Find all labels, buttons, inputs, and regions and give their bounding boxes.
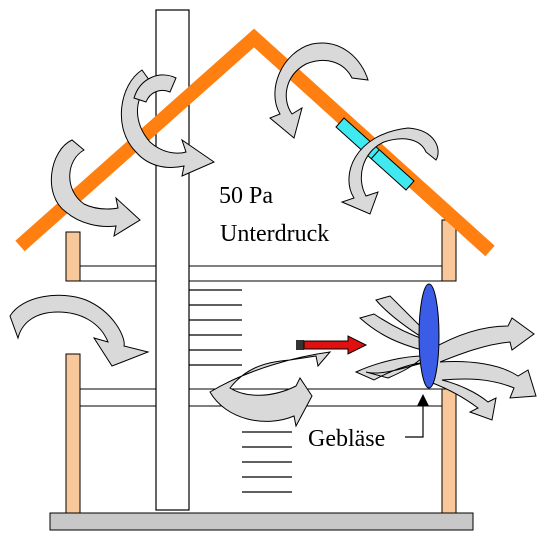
airflow-arrow-icon	[133, 74, 177, 103]
wall-right-lower	[441, 388, 457, 514]
wall-left-lower	[65, 353, 81, 514]
pointer-arrow-icon	[405, 394, 429, 438]
upper-ceiling	[79, 265, 443, 282]
airflow-arrows	[9, 42, 537, 428]
airflow-arrow-icon	[269, 42, 369, 139]
pressure-value-label: 50 Pa	[219, 183, 273, 209]
airflow-arrow-icon	[340, 127, 439, 215]
airflow-arrow-icon	[358, 295, 429, 351]
wall-left-upper	[65, 231, 81, 282]
airflow-arrow-icon	[209, 351, 332, 428]
airflow-arrow-icon	[9, 294, 150, 367]
wall-right-upper	[441, 219, 457, 282]
fan-blade-icon	[418, 283, 440, 389]
airflow-arrow-icon	[120, 69, 216, 177]
airflow-arrow-icon	[50, 139, 141, 238]
pressure-word-label: Unterdruck	[220, 221, 329, 247]
staircase-lower	[242, 431, 292, 493]
airflow-arrow-icon	[354, 355, 427, 381]
inflow-arrow-icon	[296, 335, 368, 355]
staircase-upper	[189, 289, 242, 366]
ground-plate	[49, 512, 474, 531]
airflow-arrow-icon	[429, 317, 537, 421]
fan-label: Gebläse	[308, 426, 385, 452]
